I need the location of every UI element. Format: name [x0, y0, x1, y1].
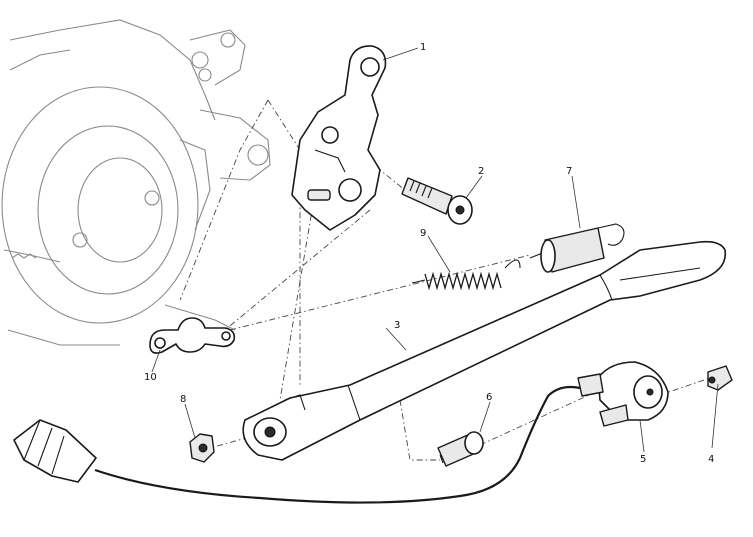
callout-5: 5	[640, 454, 646, 465]
part-4-screw	[707, 365, 733, 391]
leader-lines	[151, 47, 719, 453]
callout-6: 6	[486, 392, 492, 403]
callout-7: 7	[566, 166, 572, 177]
part-3-side-stand	[242, 240, 727, 461]
callout-4: 4	[708, 454, 714, 465]
part-8-nut	[189, 433, 215, 463]
part-5-sensor	[577, 361, 669, 427]
part-10-clip	[149, 317, 236, 354]
callout-2: 2	[478, 166, 484, 177]
callout-labels: 1 2 3 4 5 6 7 8 9 10	[144, 42, 714, 465]
callout-3: 3	[394, 320, 400, 331]
part-9-coil-spring	[411, 259, 521, 291]
part-7-spring-housing	[529, 223, 625, 273]
sensor-cable	[13, 385, 581, 504]
engine-casing-outline	[1, 19, 271, 346]
part-1-bracket	[291, 45, 387, 231]
callout-10: 10	[144, 372, 157, 383]
callout-1: 1	[420, 42, 426, 53]
callout-8: 8	[180, 394, 186, 405]
part-2-bolt	[401, 177, 473, 225]
part-6-stud	[437, 431, 484, 467]
callout-9: 9	[420, 228, 426, 239]
